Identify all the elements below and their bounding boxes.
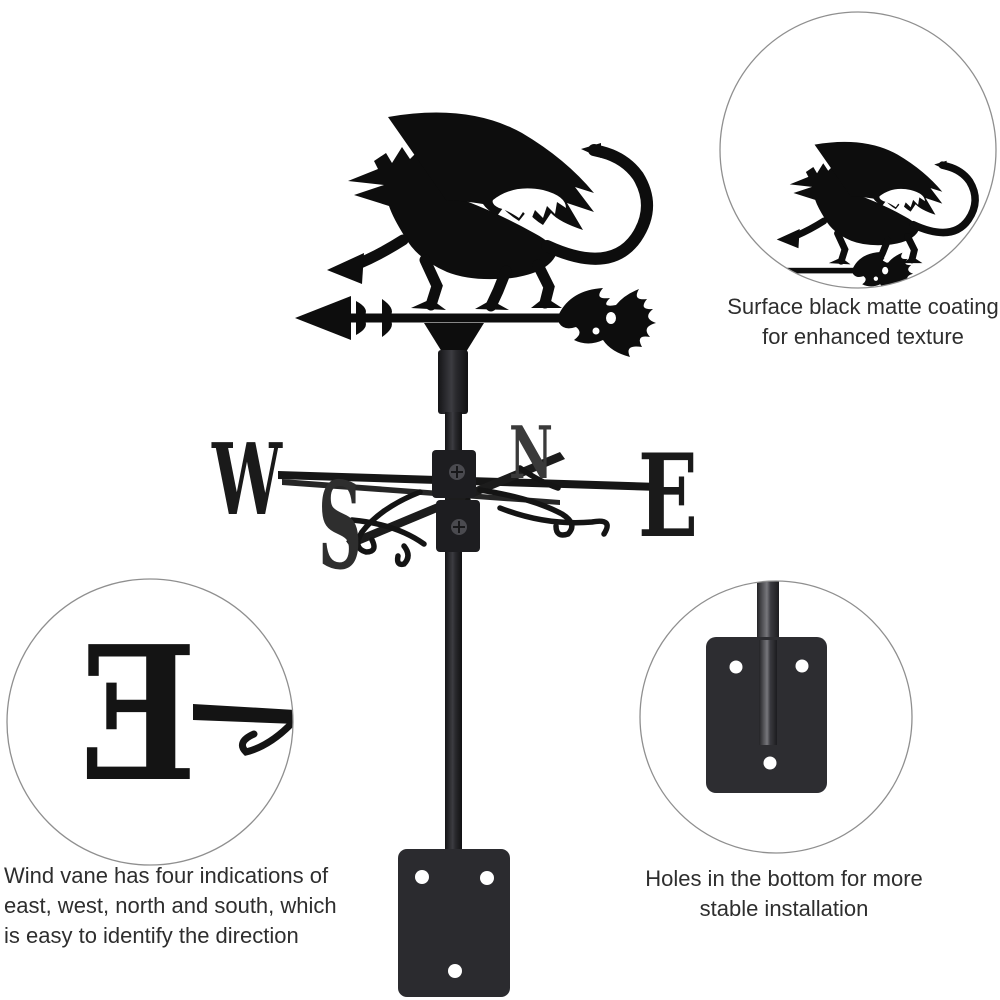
- pole-sleeve: [438, 350, 468, 414]
- callout-circle-border: [639, 580, 913, 854]
- caption-directions-line3: is easy to identify the direction: [4, 923, 299, 948]
- mounting-hole: [448, 964, 462, 978]
- caption-directions: Wind vane has four indications of east, …: [4, 861, 349, 951]
- mounting-plate: [398, 849, 510, 997]
- mounting-hole: [415, 870, 429, 884]
- letter-east: E: [638, 429, 698, 563]
- callout-dragon-detail: [719, 11, 997, 289]
- caption-holes-line1: Holes in the bottom for more: [645, 866, 923, 891]
- caption-holes: Holes in the bottom for more stable inst…: [624, 864, 944, 924]
- callout-base-detail: [639, 580, 913, 854]
- caption-holes-line2: stable installation: [699, 896, 869, 921]
- callout-circle-border: [6, 578, 294, 866]
- letter-north: N: [509, 410, 553, 495]
- mounting-hole: [480, 871, 494, 885]
- callout-letter-detail: E: [6, 578, 294, 866]
- caption-coating-line1: Surface black matte coating: [727, 294, 999, 319]
- dragon-silhouette: [327, 113, 647, 310]
- arrow-joint: [424, 323, 484, 352]
- crossbar-assembly: W N E S: [211, 410, 698, 597]
- letter-south: S: [318, 456, 362, 597]
- mounting-hole: [795, 659, 809, 673]
- letter-east-detail: E: [79, 605, 197, 823]
- callout-circle-border: [719, 11, 997, 289]
- mounting-hole: [729, 660, 743, 674]
- caption-directions-line2: east, west, north and south, which: [4, 893, 337, 918]
- hub-clamp-lower: [436, 500, 480, 552]
- main-weathervane: W N E S: [211, 113, 698, 997]
- caption-directions-line1: Wind vane has four indications of: [4, 863, 329, 888]
- hub-clamp-upper: [432, 450, 476, 498]
- caption-coating: Surface black matte coating for enhanced…: [718, 292, 1000, 352]
- base-detail-pole-over: [759, 640, 777, 745]
- direction-arrow: [295, 288, 656, 357]
- mounting-hole: [763, 756, 777, 770]
- caption-coating-line2: for enhanced texture: [762, 324, 964, 349]
- letter-detail-scroll: [238, 718, 293, 756]
- letter-detail-rod: [193, 704, 293, 724]
- dragon-detail-silhouette: [720, 142, 975, 288]
- letter-west: W: [211, 423, 283, 538]
